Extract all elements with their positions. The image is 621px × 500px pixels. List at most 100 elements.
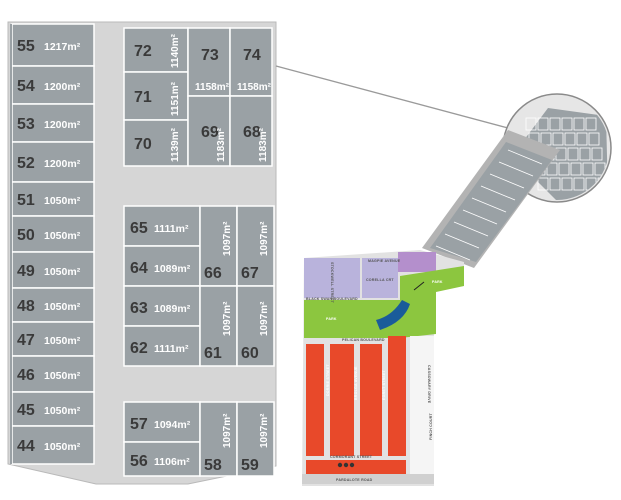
inset-lot [579,147,591,161]
lot-parcel [229,95,273,167]
inset-lot [570,162,582,176]
lot-parcel [11,391,95,427]
lot-area: 1217m² [44,41,81,53]
lot-parcel [199,205,238,287]
inset-lot [549,177,561,191]
lot-area: 1097m² [259,221,270,256]
lot-number: 72 [134,43,152,60]
lot-number: 70 [134,136,152,153]
lot-area: 1183m² [258,127,269,162]
lot-area: 1097m² [222,301,233,336]
lot-area: 1106m² [154,456,190,468]
lot-number: 61 [204,345,222,362]
lot-parcel [11,287,95,323]
lot-parcel [199,285,238,367]
lot-area: 1050m² [44,405,81,417]
diagonal-lot-line [444,233,480,249]
inset-lot [537,177,549,191]
lot-number: 67 [241,265,259,282]
lot-parcel [123,245,201,287]
inset-lot [576,132,588,146]
lot-area: 1050m² [44,335,81,347]
inset-lot [573,177,585,191]
lot-number: 56 [130,453,148,470]
diagonal-lot-line [453,221,489,237]
lot-number: 46 [17,367,35,384]
right-strip [410,336,434,474]
lot-72: 72 1140m² [123,27,189,73]
lot-parcel [236,205,275,287]
inset-lot [552,132,564,146]
street-label-cormorant: CORMORANT STREET [330,455,373,459]
lot-number: 48 [17,298,35,315]
red-block-4 [388,336,406,456]
lot-area: 1097m² [222,221,233,256]
lot-parcel [11,215,95,253]
inset-lot [549,117,561,131]
diagonal-lot-line [489,173,525,189]
lot-area: 1200m² [44,158,81,170]
lot-number: 50 [17,227,35,244]
lot-56: 56 1106m² [123,441,201,477]
diagonal-lot-line [498,161,534,177]
lot-area: 1158m² [237,82,272,93]
lot-area: 1050m² [44,266,81,278]
lot-parcel [187,95,231,167]
lot-50: 50 1050m² [11,215,95,253]
lot-parcel [236,401,275,477]
lot-area: 1050m² [44,370,81,382]
connector-line-top [275,65,509,129]
water-lake [376,300,410,330]
lavender-lots-a [304,258,360,298]
park-green-a [304,300,400,338]
diagonal-lot-line [462,209,498,225]
lot-number: 73 [201,47,219,64]
lot-area: 1111m² [154,343,189,355]
lot-parcel [11,425,95,465]
lot-number: 66 [204,265,222,282]
lot-parcel [11,141,95,183]
street-label-pardalote: PARDALOTE ROAD [336,478,373,482]
lot-area: 1140m² [170,33,181,68]
diagonal-lot-line [435,245,471,261]
inset-lot [582,162,594,176]
inset-lot [561,117,573,131]
lot-number: 65 [130,220,148,237]
lot-area: 1139m² [170,127,181,162]
inset-lot [591,147,603,161]
lot-area: 1094m² [154,419,191,431]
lot-number: 44 [17,438,35,455]
lot-area: 1050m² [44,441,81,453]
inset-lot [588,132,600,146]
red-block-1 [306,344,324,456]
street-label-pelican: PELICAN BOULEVARD [342,338,385,342]
lot-parcel [123,71,189,121]
lot-number: 49 [17,263,35,280]
park-green-b [400,266,464,338]
lot-parcel [123,325,201,367]
lot-area: 1050m² [44,301,81,313]
lot-parcel [236,285,275,367]
lot-parcel [11,23,95,67]
inset-lot [585,117,597,131]
lot-area: 1050m² [44,230,81,242]
marker-dot [343,462,349,468]
street-label-egret: EGRET STREET [382,369,386,400]
lot-area: 1183m² [216,127,227,162]
